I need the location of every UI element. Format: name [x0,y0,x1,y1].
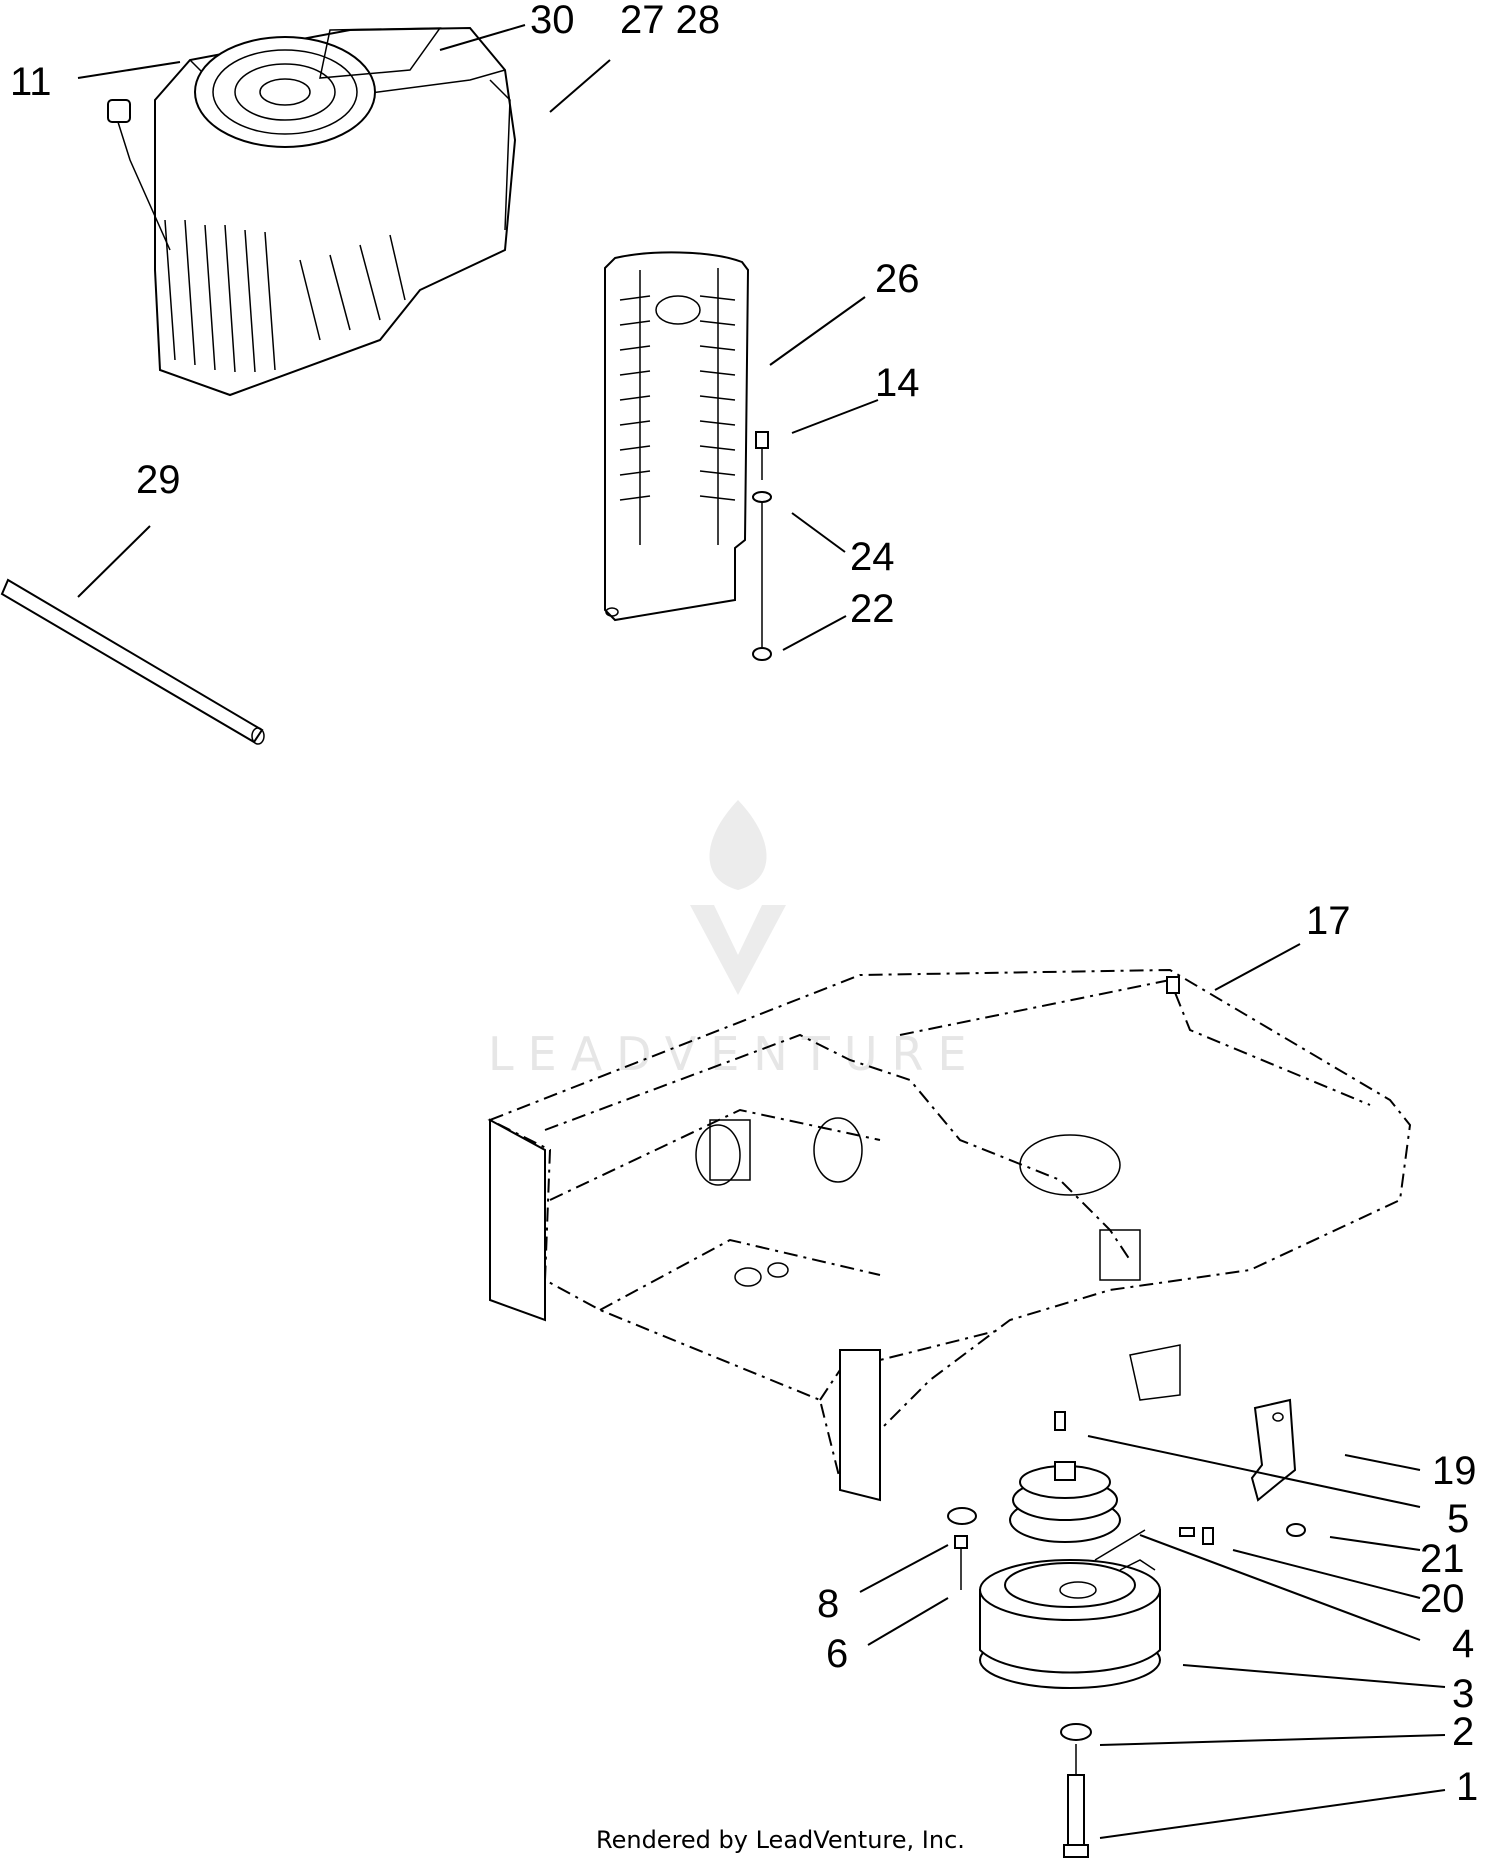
callout-20: 20 [1420,1577,1465,1621]
callout-21: 21 [1420,1537,1465,1581]
watermark-text: LEADVENTURE [488,1027,981,1081]
pulley-part [1009,1461,1121,1543]
callout-27-28: 27 28 [620,0,720,42]
callout-4: 4 [1452,1622,1474,1666]
callout-6: 6 [826,1632,848,1676]
callout-11: 11 [10,60,52,104]
frame-part [487,968,1412,1502]
clutch-part [979,1529,1161,1689]
tube-part [0,578,265,745]
footer-credit: Rendered by LeadVenture, Inc. [596,1826,965,1854]
callout-17: 17 [1306,899,1351,943]
callout-5: 5 [1447,1497,1469,1541]
callout-1: 1 [1456,1765,1478,1809]
leader-lines [77,24,1446,1839]
bracket-part [1250,1398,1297,1502]
callout-24: 24 [850,535,895,579]
heat-shield-part [604,251,750,622]
clutch-small-parts [1054,1411,1306,1545]
callout-29: 29 [136,458,181,502]
callout-22: 22 [850,587,895,631]
shield-hardware [752,431,772,661]
callout-labels: 11 30 27 28 26 14 29 24 22 17 19 5 21 20… [10,0,1478,1809]
callout-26: 26 [875,257,920,301]
callout-30: 30 [530,0,575,42]
callout-2: 2 [1452,1710,1474,1754]
leadventure-watermark-logo: LEADVENTURE [488,800,981,1081]
callout-19: 19 [1432,1449,1477,1493]
callout-3: 3 [1452,1672,1474,1716]
washer-bolt-lower [1060,1723,1092,1858]
callout-14: 14 [875,361,920,405]
washer-bolt-parts [947,1507,977,1590]
engine-part [107,26,517,397]
callout-8: 8 [817,1582,839,1626]
